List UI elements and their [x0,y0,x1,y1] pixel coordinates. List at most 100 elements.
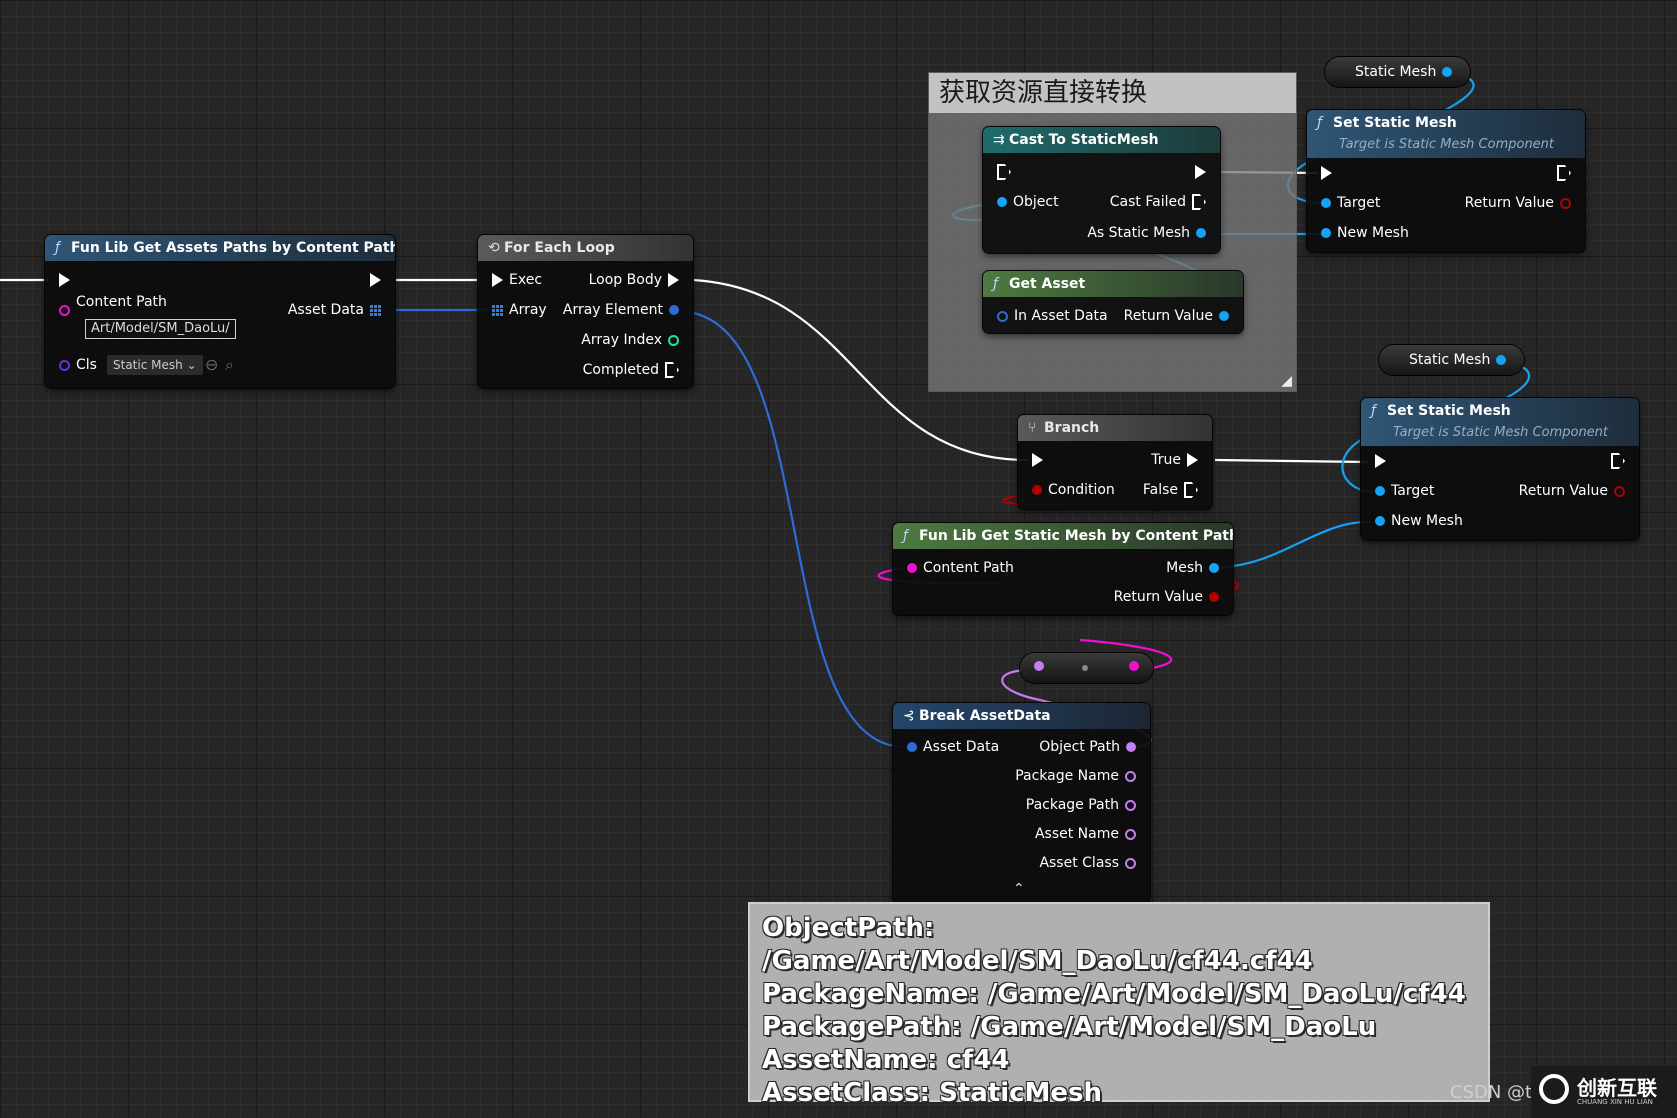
tooltip-line-package-name: PackageName: /Game/Art/Model/SM_DaoLu/cf… [762,979,1466,1009]
pin-new-mesh[interactable]: New Mesh [1369,511,1463,531]
cls-dropdown[interactable]: Static Mesh ⌄ [107,355,203,375]
tooltip-line-package-path: PackagePath: /Game/Art/Model/SM_DaoLu [762,1012,1377,1042]
browse-search-icon[interactable]: ⌕ [225,355,234,374]
node-header[interactable]: ⊰Break AssetData [893,703,1150,729]
exec-out-pin[interactable] [364,270,387,290]
pin-label: Array Element [562,302,663,318]
function-icon: ƒ [1371,403,1376,419]
tooltip-line-asset-class: AssetClass: StaticMesh [762,1078,1103,1108]
node-header[interactable]: ⟲For Each Loop [478,235,693,261]
string-pin-icon[interactable] [1129,661,1139,671]
exec-out-icon [668,273,679,287]
pin-as-static-mesh[interactable]: As Static Mesh [1087,223,1212,243]
pin-target[interactable]: Target [1369,481,1434,501]
pin-mesh[interactable]: Mesh [1166,558,1225,578]
pin-false[interactable]: False [1143,480,1204,500]
pin-return-value[interactable]: Return Value [1465,193,1577,213]
pin-package-name[interactable]: Package Name [1015,766,1142,786]
pin-condition[interactable]: Condition [1026,480,1115,500]
use-selected-icon[interactable]: ⊖ [205,355,219,374]
node-branch[interactable]: ⑂Branch True Condition False [1018,415,1212,509]
node-title: Set Static Mesh [1387,403,1511,419]
pin-object[interactable]: Object [991,192,1059,212]
name-pin-icon [1125,799,1136,811]
pin-asset-name[interactable]: Asset Name [1035,824,1142,844]
exec-in-pin[interactable] [991,162,1017,182]
pin-package-path[interactable]: Package Path [1026,795,1142,815]
pin-loop-body[interactable]: Loop Body [589,270,685,290]
function-icon: ƒ [993,276,998,292]
exec-in-icon [1032,453,1043,467]
object-pin-icon [1209,563,1219,573]
node-title: Cast To StaticMesh [1009,132,1159,148]
pin-label: Completed [582,362,659,378]
pin-return-value[interactable]: Return Value [1114,587,1225,607]
pin-completed[interactable]: Completed [583,360,685,380]
pin-return-value[interactable]: Return Value [1519,481,1631,501]
node-for-each-loop[interactable]: ⟲For Each Loop Exec Loop Body Array Arra… [478,235,693,388]
exec-out-pin[interactable] [1605,451,1631,471]
static-mesh-variable-1[interactable]: Static Mesh [1325,57,1471,87]
pin-content-path[interactable]: Content Path [53,294,167,320]
exec-in-pin[interactable] [1026,450,1049,470]
exec-in-pin[interactable] [1369,451,1392,471]
collapse-chevron-up-icon[interactable]: ⌃ [1013,881,1025,897]
exec-out-icon [1187,453,1198,467]
pin-array[interactable]: Array [486,300,547,320]
exec-in-pin[interactable] [53,270,76,290]
resize-handle-icon[interactable]: ◢ [1281,373,1292,389]
pin-content-path[interactable]: Content Path [901,558,1014,578]
conversion-node[interactable] [1020,653,1153,683]
pin-asset-data[interactable]: Asset Data [288,300,387,320]
pin-label: Return Value [1113,589,1203,605]
cast-icon: ⇉ [993,132,1005,148]
exec-out-icon [1195,165,1206,179]
node-header[interactable]: ƒ Set Static Mesh [1361,398,1639,424]
node-header[interactable]: ⇉Cast To StaticMesh [983,127,1220,153]
node-header[interactable]: ⑂Branch [1018,415,1212,441]
pin-true[interactable]: True [1151,450,1204,470]
static-mesh-variable-2[interactable]: Static Mesh [1379,345,1525,375]
node-break-asset-data[interactable]: ⊰Break AssetData Asset Data Object Path … [893,703,1150,903]
name-pin-icon[interactable] [1034,661,1044,671]
pin-return-value[interactable]: Return Value [1124,306,1235,326]
pin-asset-class[interactable]: Asset Class [1039,853,1142,873]
pin-array-index[interactable]: Array Index [581,330,685,350]
pin-array-element[interactable]: Array Element [563,300,685,320]
function-icon: ƒ [1317,115,1322,131]
pin-object-path[interactable]: Object Path [1039,737,1142,757]
exec-out-pin[interactable] [1551,163,1577,183]
pin-label: Asset Name [1034,826,1119,842]
wire-mesh-newmesh [1221,520,1371,569]
struct-pin-icon [669,305,679,315]
comment-title[interactable]: 获取资源直接转换 [929,73,1296,113]
pin-exec[interactable]: Exec [486,270,542,290]
debug-value-tooltip: ObjectPath: /Game/Art/Model/SM_DaoLu/cf4… [748,902,1490,1108]
name-pin-icon [1125,857,1136,869]
array-pin-icon [492,304,503,316]
tooltip-line-asset-name: AssetName: cf44 [762,1045,1010,1075]
pin-cast-failed[interactable]: Cast Failed [1110,192,1212,212]
exec-out-pin[interactable] [1189,162,1212,182]
pin-label: Array Index [581,332,662,348]
pin-label: Mesh [1166,560,1203,576]
pin-new-mesh[interactable]: New Mesh [1315,223,1409,243]
content-path-input[interactable]: Art/Model/SM_DaoLu/ [85,319,236,339]
pin-in-asset-data[interactable]: In Asset Data [991,306,1108,326]
node-title: Fun Lib Get Assets Paths by Content Path [71,240,395,256]
pin-cls[interactable]: Cls [53,355,97,375]
node-cast-to-staticmesh[interactable]: ⇉Cast To StaticMesh Object Cast Failed A… [983,127,1220,253]
pin-asset-data[interactable]: Asset Data [901,737,999,757]
chevron-down-icon: ⌄ [186,358,197,372]
exec-in-pin[interactable] [1315,163,1338,183]
pin-target[interactable]: Target [1315,193,1380,213]
